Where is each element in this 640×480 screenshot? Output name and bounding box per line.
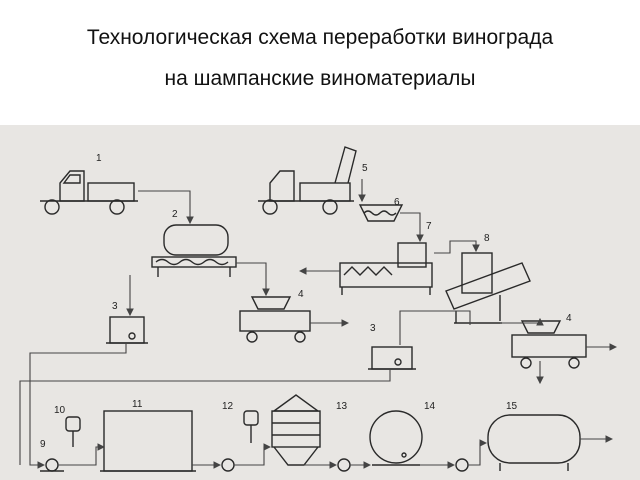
column-13 (271, 394, 321, 466)
flow-3r (399, 310, 471, 345)
hopper-6 (358, 204, 404, 222)
filter-12 (243, 410, 259, 443)
label-14: 14 (424, 401, 436, 412)
flow-6-7 (400, 212, 424, 243)
label-5: 5 (362, 163, 368, 174)
press-4-right (511, 320, 587, 369)
label-6: 6 (394, 197, 400, 208)
label-3-right: 3 (370, 323, 376, 334)
label-8: 8 (484, 233, 490, 244)
flow-2-4 (236, 262, 270, 297)
title-line-1: Технологическая схема переработки виногр… (86, 26, 554, 49)
label-9: 9 (40, 439, 46, 450)
label-2: 2 (172, 209, 178, 220)
collector-3-right (368, 346, 416, 370)
label-7: 7 (426, 221, 432, 232)
label-4-center: 4 (298, 289, 304, 300)
label-1: 1 (96, 153, 102, 164)
label-11: 11 (132, 399, 143, 410)
tank-14 (369, 410, 423, 466)
drainer-2 (151, 224, 237, 277)
flow-pump-15 (468, 439, 488, 466)
label-13: 13 (336, 401, 348, 412)
flow-7-8 (434, 240, 480, 254)
filter-10 (65, 416, 81, 447)
truck-1 (40, 170, 138, 215)
flow-8-4 (500, 317, 544, 326)
flow-3l-9 (29, 343, 127, 469)
separator-8 (445, 252, 531, 324)
label-10: 10 (54, 405, 66, 416)
flow-3r-9 (19, 369, 391, 465)
press-4-center (239, 296, 311, 343)
collector-3-left (106, 316, 148, 344)
label-4-right: 4 (566, 313, 572, 324)
label-3-left: 3 (112, 301, 118, 312)
label-15: 15 (506, 401, 518, 412)
truck-5 (258, 146, 357, 215)
title-line-2: на шампанские виноматериалы (164, 67, 476, 90)
slide-title: Технологическая схема переработки виногр… (0, 0, 640, 120)
press-7 (339, 242, 433, 295)
flow-1-2 (138, 190, 194, 225)
process-scheme: 1 2 3 4 5 6 7 8 3 4 9 10 11 12 13 14 15 (0, 125, 640, 480)
tank-11 (100, 410, 196, 472)
label-12: 12 (222, 401, 234, 412)
flow-9-11 (58, 443, 106, 466)
flow-pump-13 (234, 443, 272, 466)
